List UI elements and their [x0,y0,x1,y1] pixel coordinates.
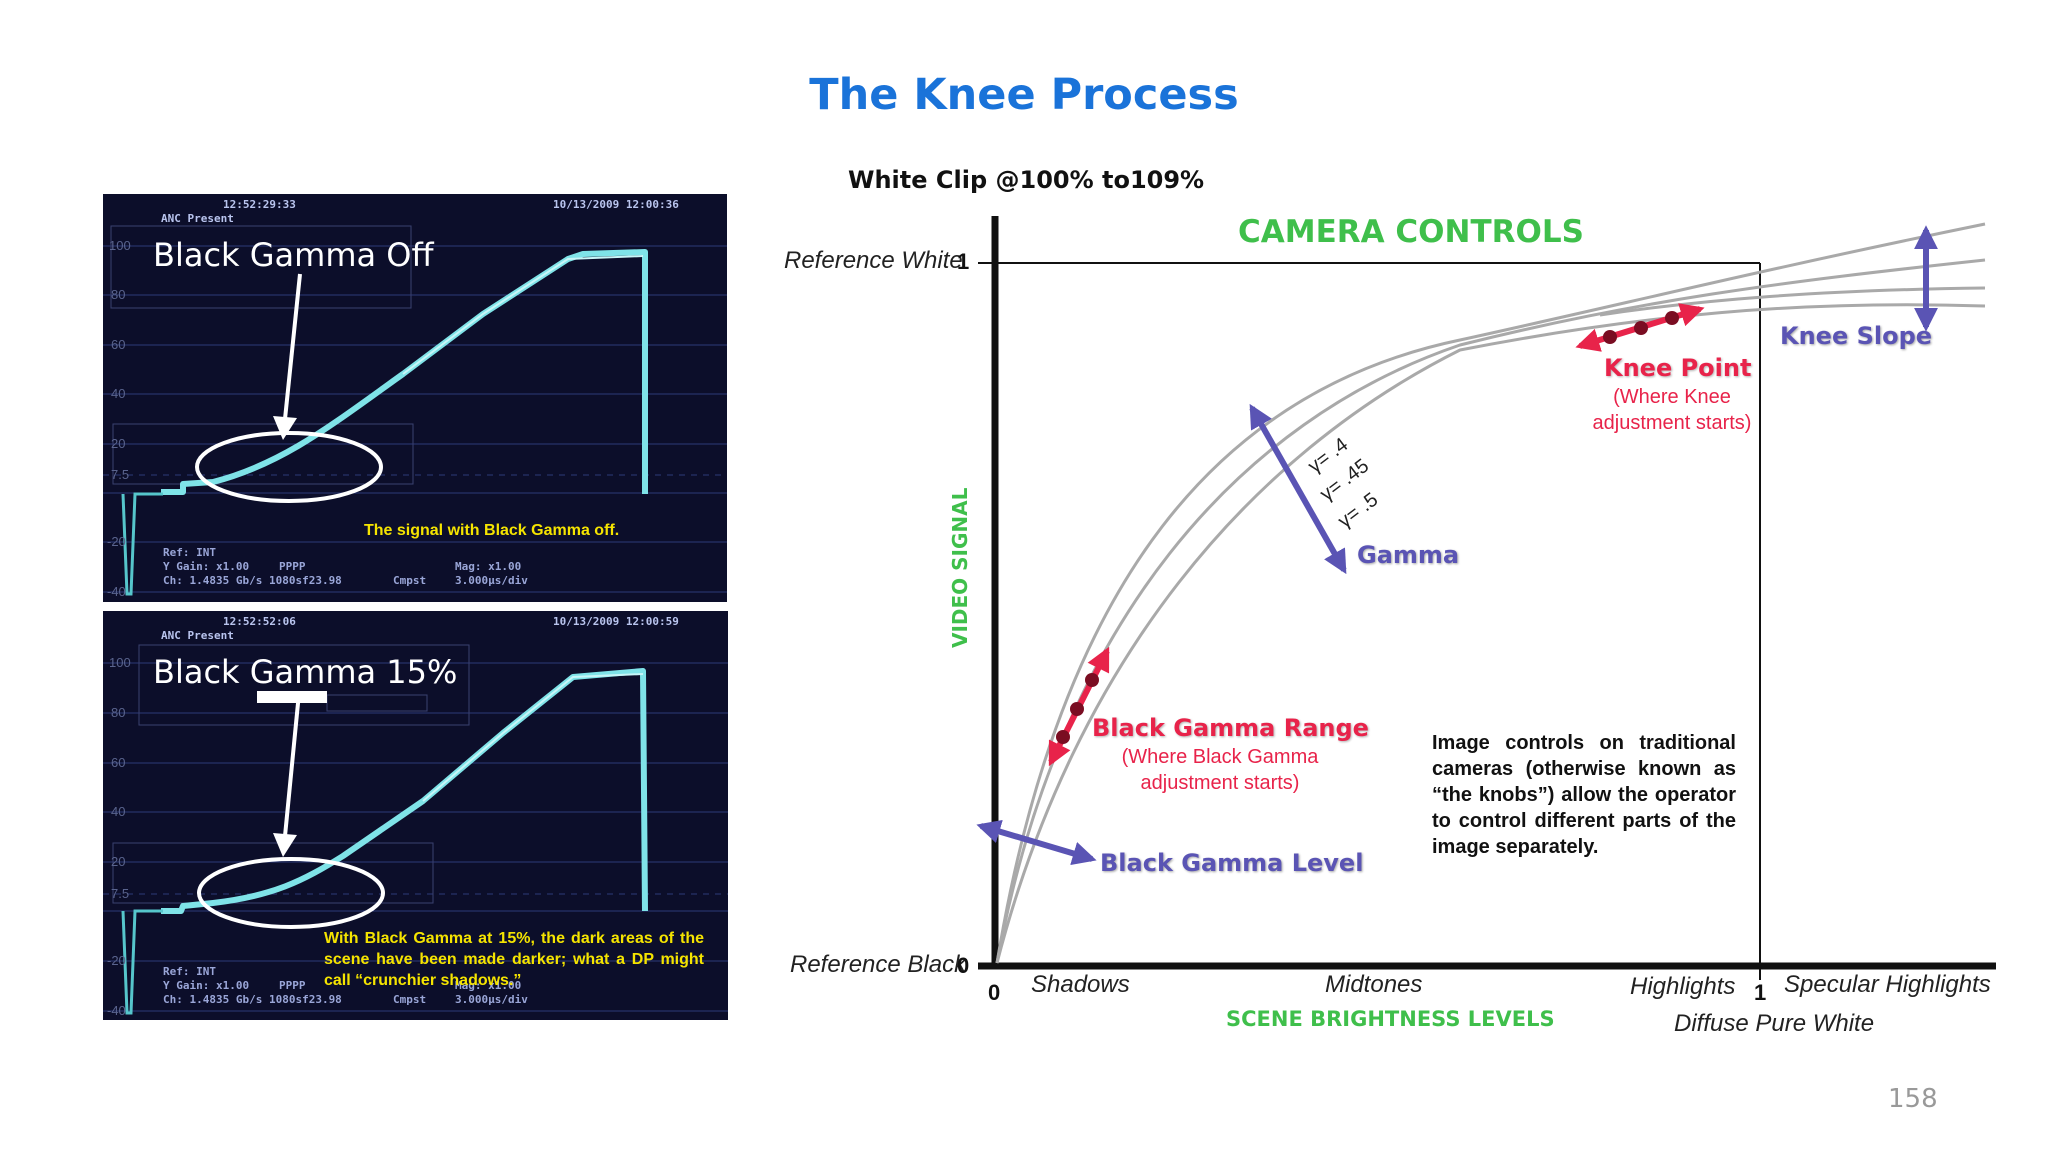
black-gamma-range-note: (Where Black Gamma adjustment starts) [1121,746,1319,794]
black-gamma-range-dot [1085,673,1099,687]
scope-caption: With Black Gamma at 15%, the dark areas … [324,930,704,989]
knee-point-dot [1665,311,1679,325]
black-gamma-level-arrow [976,819,1097,866]
scope-mode: Cmpst [393,993,427,1006]
scale-label: 7.5 [111,886,130,901]
scope-mode: Cmpst [393,574,427,587]
y-axis-label: VIDEO SIGNAL [948,487,972,648]
waveform-graphic-top [103,225,727,596]
camera-controls-title: CAMERA CONTROLS [1238,214,1584,250]
scope-timecode: 12:52:52:06 [223,615,296,628]
knee-point-note: (Where Knee adjustment starts) [1592,386,1752,434]
scale-label: 40 [111,386,126,401]
x-axis-label: SCENE BRIGHTNESS LEVELS [1226,1007,1555,1031]
scale-label: -40 [107,1003,126,1018]
scope-gain: Y Gain: x1.00 [163,560,250,573]
description-text: Image controls on traditional cameras (o… [1432,732,1736,858]
x-tick-specular-highlights: Specular Highlights [1784,971,1991,998]
scale-label: 20 [111,436,126,451]
scale-label: 80 [111,287,126,302]
knee-point-dot [1634,321,1648,335]
scale-label: -40 [107,584,126,599]
scale-label: 100 [109,238,131,253]
waveform-scope-bottom: 12:52:52:06 ANC Present 10/13/2009 12:00… [103,611,728,1020]
overlay-title: Black Gamma 15% [153,653,458,691]
scale-label: 7.5 [111,467,130,482]
scope-sweep: 3.000µs/div [455,993,528,1006]
knee-slope-label: Knee Slope [1780,322,1933,350]
scope-sweep: 3.000µs/div [455,574,528,587]
x-tick-midtones: Midtones [1325,971,1423,998]
scale-label: -20 [107,534,126,549]
waveform-graphic-bottom [103,644,728,1015]
scale-label: 80 [111,705,126,720]
scale-label: 40 [111,804,126,819]
knee-point-dot [1603,330,1617,344]
scope-anc-status: ANC Present [161,629,234,642]
scope-timecode: 12:52:29:33 [223,198,296,211]
slide-title: The Knee Process [809,70,1239,120]
scale-label: 100 [109,655,131,670]
page-number: 158 [1888,1084,1938,1114]
slide-subtitle: White Clip @100% to109% [848,166,1205,194]
gamma-arrow [1249,403,1347,575]
scope-anc-status: ANC Present [161,212,234,225]
x-tick-shadows: Shadows [1031,971,1130,998]
scope-signal: Ch: 1.4835 Gb/s 1080sf23.98 [163,993,342,1006]
black-gamma-range-label: Black Gamma Range [1092,714,1369,742]
x-origin-label: 0 [988,980,1001,1005]
scale-label: -20 [107,953,126,968]
scope-date: 10/13/2009 12:00:36 [553,198,679,211]
overlay-title: Black Gamma Off [153,236,434,274]
black-gamma-level-label: Black Gamma Level [1100,849,1364,877]
reference-black-value: 0 [957,953,970,978]
scope-mag: Mag: x1.00 [455,979,522,992]
scale-label: 60 [111,337,126,352]
gamma-label: Gamma [1357,541,1460,569]
scale-label: 60 [111,755,126,770]
scope-pppp: PPPP [279,560,306,573]
black-gamma-range-dot [1056,730,1070,744]
x-tick-highlights: Highlights [1630,973,1736,1000]
knee-point-label: Knee Point [1604,354,1752,382]
diffuse-white-label: Diffuse Pure White [1674,1010,1875,1037]
scope-mag: Mag: x1.00 [455,560,522,573]
reference-black-label: Reference Black [790,951,967,978]
reference-white-label: Reference White [784,247,963,274]
scope-date: 10/13/2009 12:00:59 [553,615,679,628]
scope-signal: Ch: 1.4835 Gb/s 1080sf23.98 [163,574,342,587]
waveform-scope-top: 12:52:29:33 ANC Present 10/13/2009 12:00… [103,194,727,602]
scope-gain: Y Gain: x1.00 [163,979,250,992]
scope-caption: The signal with Black Gamma off. [364,522,620,539]
x-one-label: 1 [1754,980,1767,1005]
black-gamma-range-dot [1070,702,1084,716]
scale-label: 20 [111,854,126,869]
scope-ref: Ref: INT [163,965,216,978]
scope-ref: Ref: INT [163,546,216,559]
reference-white-value: 1 [957,249,970,274]
scope-pppp: PPPP [279,979,306,992]
